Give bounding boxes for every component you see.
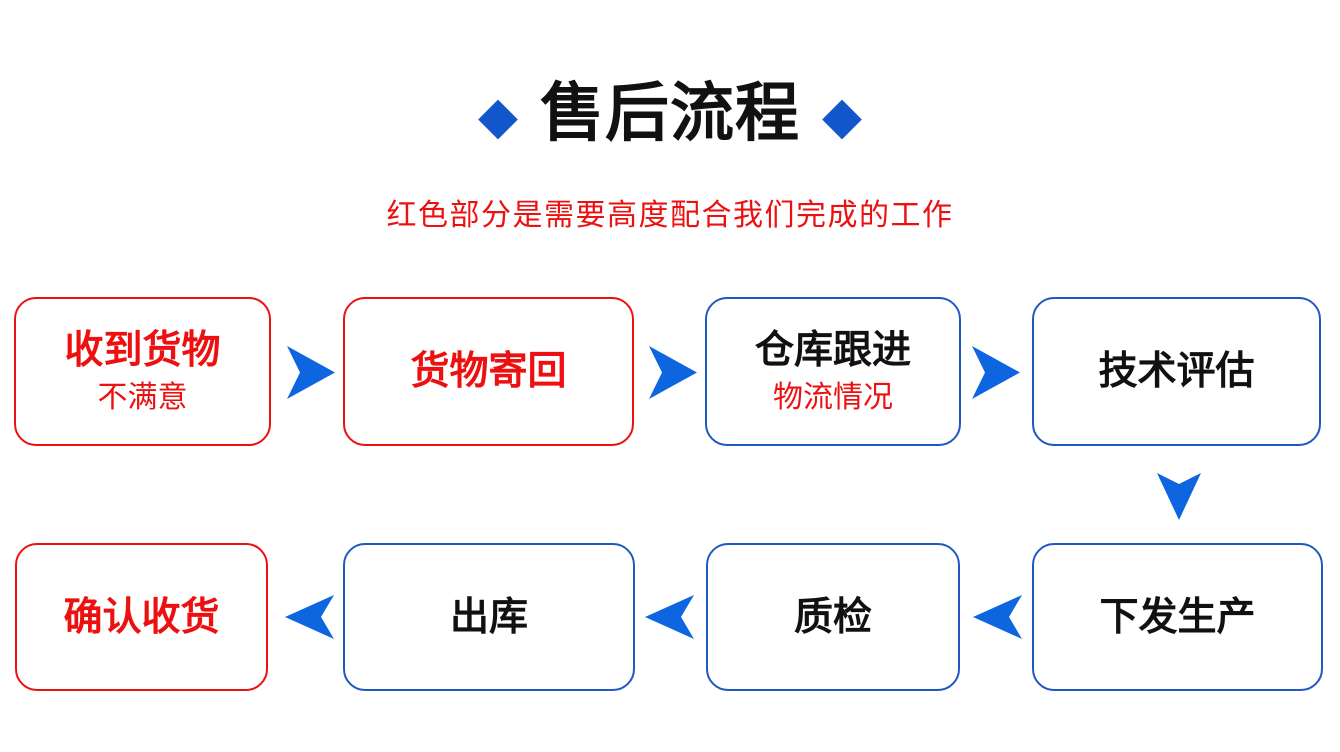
arrow-left-icon <box>645 595 694 639</box>
arrow-right-icon <box>287 346 335 399</box>
diamond-icon: ◆ <box>478 87 518 146</box>
arrow-down-icon <box>1157 473 1201 520</box>
page-title-row: ◆ 售后流程 ◆ <box>0 77 1340 149</box>
flow-box-warehouse-follow-up: 仓库跟进 物流情况 <box>705 297 961 446</box>
flow-box-outbound: 出库 <box>343 543 635 691</box>
page-subtitle: 红色部分是需要高度配合我们完成的工作 <box>386 199 954 232</box>
box-label: 下发生产 <box>1099 595 1256 639</box>
arrow-right-icon <box>649 346 697 399</box>
flow-box-goods-returned: 货物寄回 <box>343 297 634 446</box>
flow-box-issue-production: 下发生产 <box>1032 543 1323 691</box>
box-label: 仓库跟进 <box>754 328 911 372</box>
box-sublabel: 不满意 <box>97 380 188 414</box>
box-label: 质检 <box>793 595 872 639</box>
box-label: 技术评估 <box>1098 350 1255 393</box>
page-title: 售后流程 <box>540 77 800 149</box>
arrow-left-icon <box>285 595 334 639</box>
box-label: 货物寄回 <box>410 350 567 393</box>
diamond-icon: ◆ <box>822 87 862 146</box>
flow-box-received-goods: 收到货物 不满意 <box>14 297 271 446</box>
box-label: 出库 <box>449 595 528 639</box>
flow-box-technical-evaluation: 技术评估 <box>1032 297 1321 446</box>
arrow-left-icon <box>973 595 1022 639</box>
box-sublabel: 物流情况 <box>773 380 893 414</box>
flow-box-quality-inspection: 质检 <box>706 543 960 691</box>
arrow-right-icon <box>972 346 1020 399</box>
box-label: 确认收货 <box>63 595 220 639</box>
flow-box-confirm-receipt: 确认收货 <box>15 543 268 691</box>
box-label: 收到货物 <box>64 328 221 372</box>
